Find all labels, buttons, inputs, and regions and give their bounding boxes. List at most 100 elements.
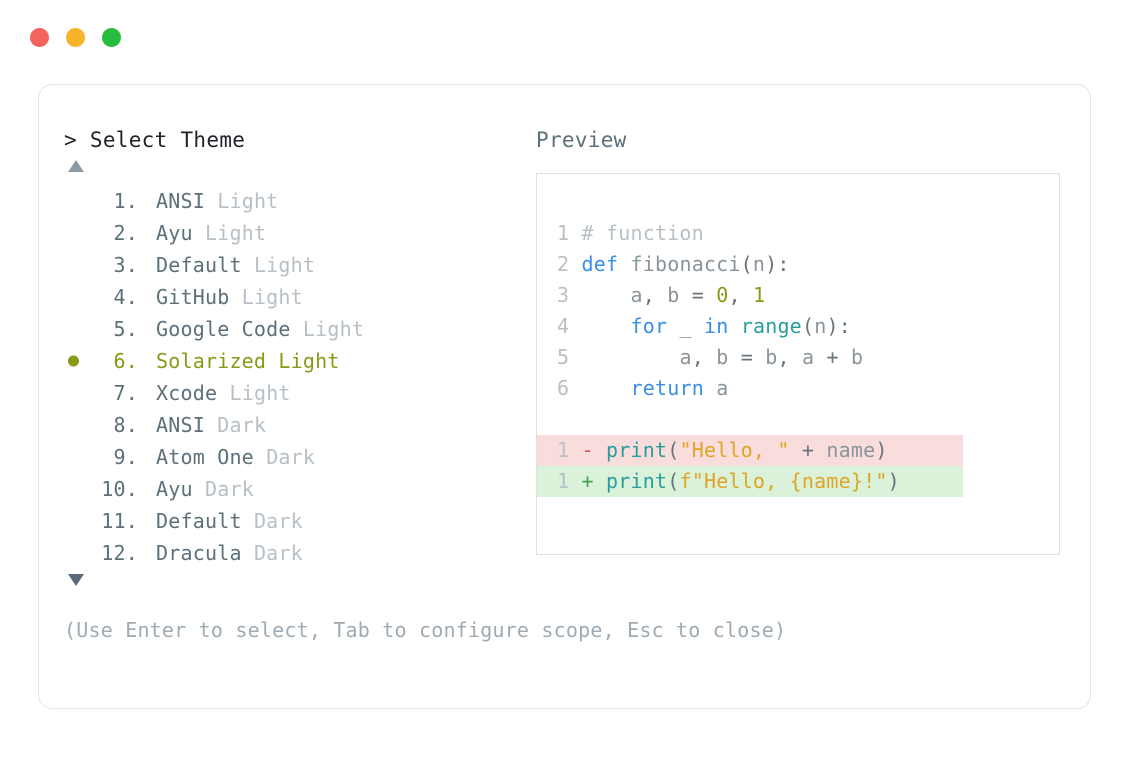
theme-item-name: Atom One (156, 445, 254, 469)
theme-item-name: Default (156, 253, 242, 277)
code-punctuation (814, 345, 826, 369)
theme-list-item[interactable]: 12. Dracula Dark (64, 537, 534, 569)
close-button[interactable] (30, 28, 49, 47)
theme-list-item[interactable]: 4. GitHub Light (64, 281, 534, 313)
theme-item-name: ANSI (156, 189, 205, 213)
code-line: 5 a, b = b, a + b (537, 342, 1059, 373)
theme-list-item[interactable]: 8. ANSI Dark (64, 409, 534, 441)
diff-marker: - (581, 438, 594, 462)
code-punctuation (582, 314, 594, 338)
code-identifier: n (814, 314, 827, 338)
theme-item-name: GitHub (156, 285, 230, 309)
theme-item-index: 12. (101, 541, 138, 565)
diff-marker: + (581, 469, 594, 493)
theme-list-item[interactable]: 9. Atom One Dark (64, 441, 534, 473)
line-number: 3 (557, 283, 570, 307)
code-identifier: b (765, 345, 778, 369)
theme-item-space (229, 281, 241, 313)
code-punctuation: = (740, 345, 753, 369)
theme-list-item[interactable]: 5. Google Code Light (64, 313, 534, 345)
line-number: 5 (557, 345, 570, 369)
code-keyword: return (630, 376, 704, 400)
theme-item-index: 5. (113, 317, 138, 341)
theme-list-item[interactable]: 10. Ayu Dark (64, 473, 534, 505)
code-punctuation (618, 314, 630, 338)
theme-item-variant: Dark (266, 445, 316, 469)
code-number: 0 (716, 283, 729, 307)
theme-item-variant: Light (302, 317, 365, 341)
code-punctuation (655, 283, 667, 307)
theme-item-index: 8. (113, 413, 138, 437)
code-identifier: _ (679, 314, 692, 338)
theme-item-index: 4. (113, 285, 138, 309)
code-punctuation (667, 345, 679, 369)
theme-item-name: ANSI (156, 413, 205, 437)
theme-item-variant: Dark (253, 509, 303, 533)
code-punctuation: , (691, 345, 704, 369)
code-punctuation: , (642, 283, 655, 307)
theme-list-item[interactable]: 2. Ayu Light (64, 217, 534, 249)
scroll-up-control[interactable] (64, 155, 534, 177)
code-identifier: name (826, 438, 876, 462)
theme-item-index: 9. (113, 445, 138, 469)
theme-item-space (193, 217, 205, 249)
code-punctuation (790, 345, 802, 369)
theme-list-item[interactable]: 1. ANSI Light (64, 185, 534, 217)
code-punctuation: ) (887, 469, 900, 493)
scroll-down-control[interactable] (64, 569, 534, 591)
code-punctuation (631, 345, 643, 369)
theme-item-variant: Dark (217, 413, 267, 437)
theme-item-separator (138, 217, 156, 249)
theme-item-variant: Light (217, 189, 279, 213)
code-identifier: a (630, 283, 643, 307)
triangle-down-icon (68, 574, 84, 586)
code-punctuation (704, 376, 716, 400)
theme-item-separator (138, 185, 156, 217)
code-identifier: a (802, 345, 815, 369)
minimize-button[interactable] (66, 28, 85, 47)
theme-item-separator (138, 441, 156, 473)
code-punctuation (606, 314, 618, 338)
code-string: f"Hello, {name}!" (679, 469, 888, 493)
theme-item-index: 6. (113, 349, 138, 373)
theme-item-space (205, 409, 217, 441)
page-title: > Select Theme (64, 128, 246, 152)
code-spacer (537, 404, 1059, 435)
code-punctuation: ) (765, 252, 778, 276)
code-punctuation (618, 345, 630, 369)
code-punctuation (643, 345, 655, 369)
code-punctuation: , (777, 345, 790, 369)
code-punctuation (692, 314, 704, 338)
theme-item-separator (138, 409, 156, 441)
theme-item-space (266, 345, 278, 377)
theme-item-index: 11. (101, 509, 138, 533)
theme-list-item[interactable]: 11. Default Dark (64, 505, 534, 537)
theme-list-item[interactable]: 7. Xcode Light (64, 377, 534, 409)
theme-item-space (291, 313, 303, 345)
theme-item-variant: Dark (204, 477, 254, 501)
zoom-button[interactable] (102, 28, 121, 47)
diff-line-insertion: 1 + print(f"Hello, {name}!") (537, 466, 963, 497)
code-punctuation (618, 283, 630, 307)
theme-item-variant: Dark (253, 541, 303, 565)
code-punctuation: ( (667, 438, 680, 462)
triangle-up-icon (68, 160, 84, 172)
theme-list-item[interactable]: 3. Default Light (64, 249, 534, 281)
code-punctuation (618, 252, 630, 276)
window-traffic-lights (30, 28, 121, 47)
code-line: 6 return a (537, 373, 1059, 404)
theme-item-variant: Light (241, 285, 303, 309)
code-keyword: in (703, 314, 729, 338)
theme-list-item[interactable]: 6. Solarized Light (64, 345, 534, 377)
code-punctuation (729, 345, 741, 369)
theme-item-name: Dracula (156, 541, 242, 565)
theme-item-name: Default (156, 509, 242, 533)
code-punctuation (728, 314, 740, 338)
theme-item-space (193, 473, 205, 505)
code-number: 1 (753, 283, 766, 307)
code-string: "Hello, " (679, 438, 790, 462)
